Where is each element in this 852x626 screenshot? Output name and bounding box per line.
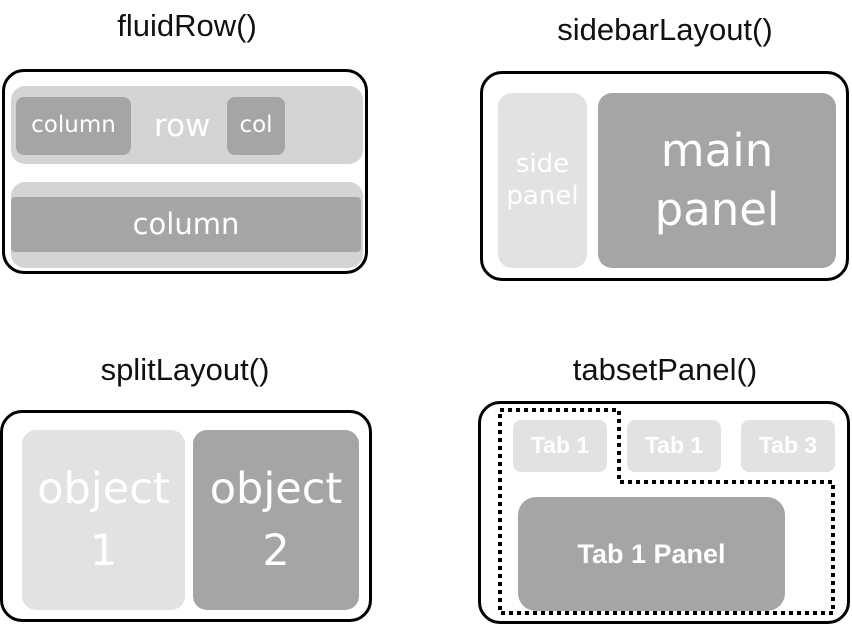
main-panel-label-line2: panel — [654, 182, 780, 236]
fluidrow-row-1-label: row — [154, 108, 211, 144]
sidebarlayout-frame: side panel main panel — [480, 71, 849, 281]
sidebarlayout-title: sidebarLayout() — [557, 12, 773, 47]
side-panel: side panel — [498, 93, 587, 268]
splitlayout-title: splitLayout() — [100, 352, 270, 387]
tabsetpanel-frame: Tab 1 Tab 1 Tab 3 Tab 1 Panel — [478, 401, 850, 624]
fluidrow-frame: row column col column — [2, 69, 368, 274]
side-panel-label-line1: side — [515, 149, 570, 180]
fluidrow-row-1-col: col — [227, 97, 285, 155]
fluidrow-row-1-column: column — [16, 97, 131, 155]
splitlayout-frame: object 1 object 2 — [0, 410, 372, 622]
fluidrow-title: fluidRow() — [117, 8, 257, 43]
tab-1[interactable]: Tab 1 — [513, 420, 607, 472]
main-panel: main panel — [598, 93, 836, 268]
fluidrow-row-2-column: column — [11, 197, 361, 252]
split-object-1-label-line2: 1 — [89, 526, 118, 576]
main-panel-label-line1: main — [660, 124, 774, 177]
split-object-2-label-line1: object — [209, 463, 343, 514]
split-object-1: object 1 — [22, 430, 185, 610]
tab-2[interactable]: Tab 1 — [627, 420, 721, 472]
split-object-2-label-line2: 2 — [262, 526, 290, 576]
tab-1-content-panel: Tab 1 Panel — [518, 497, 785, 611]
tab-3[interactable]: Tab 3 — [741, 420, 835, 472]
tabsetpanel-title: tabsetPanel() — [572, 352, 758, 387]
side-panel-label-line2: panel — [506, 180, 579, 211]
split-object-1-label-line1: object — [37, 463, 170, 514]
split-object-2: object 2 — [193, 430, 359, 610]
